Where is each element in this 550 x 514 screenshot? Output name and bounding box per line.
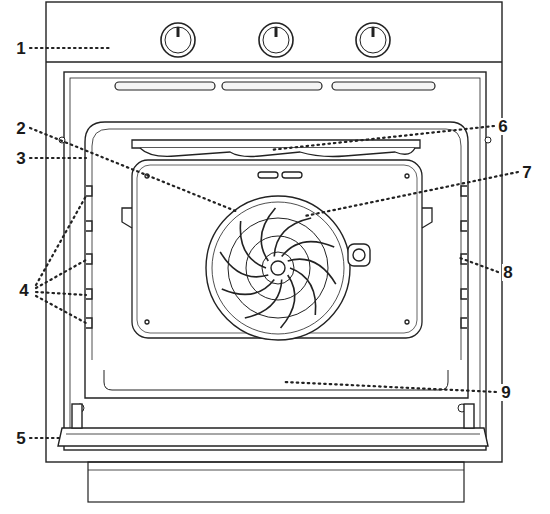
- door-hinge: [58, 404, 488, 446]
- top-heater: [140, 148, 415, 157]
- leader-line: [30, 128, 238, 212]
- callout-number: 8: [502, 264, 513, 281]
- screw: [59, 137, 491, 412]
- leader-line: [30, 157, 86, 159]
- callout-number: 5: [15, 430, 26, 447]
- door-hinge: [66, 434, 480, 435]
- back-panel: [145, 320, 149, 324]
- leader-line: [305, 172, 518, 216]
- callout-number: 3: [15, 150, 26, 167]
- fan-guard: [271, 261, 285, 275]
- top-heater: [258, 172, 278, 178]
- leader-line: [36, 296, 86, 323]
- back-panel: [405, 174, 409, 178]
- shelf-runner: [86, 254, 92, 264]
- leader-line: [285, 382, 496, 392]
- fan-guard: [262, 252, 294, 284]
- callout-number: 6: [497, 118, 508, 135]
- oven-base: [88, 470, 464, 471]
- door-hinge: [58, 428, 488, 446]
- leader-line: [36, 292, 86, 295]
- back-panel: [132, 160, 422, 338]
- fan-guard: [228, 218, 328, 318]
- back-panel: [422, 208, 432, 228]
- fan-guard: [206, 196, 350, 340]
- oven-cavity: [92, 129, 461, 360]
- fan-spoke: [281, 275, 295, 328]
- leader-line: [30, 48, 518, 438]
- leader-line: [36, 260, 86, 288]
- fan-guard: [246, 236, 310, 300]
- fan-guard: [212, 202, 344, 334]
- vent-slots: [115, 82, 435, 90]
- control-knob: [275, 27, 278, 37]
- control-knob: [356, 23, 390, 57]
- leader-line: [36, 196, 86, 285]
- callout-number: 1: [15, 40, 26, 57]
- back-panel: [122, 160, 432, 338]
- shelf-runner: [86, 186, 92, 196]
- vent-slots: [222, 82, 322, 90]
- fan-spoke: [282, 242, 335, 257]
- oven-body: [46, 2, 502, 462]
- oven-lamp: [353, 249, 365, 261]
- oven-body: [64, 72, 486, 450]
- top-heater: [132, 140, 420, 178]
- control-knob: [360, 27, 386, 53]
- shelf-runner: [461, 318, 467, 328]
- control-knob: [177, 27, 180, 37]
- control-knob: [263, 27, 289, 53]
- door-hinge: [464, 404, 474, 428]
- screw: [485, 137, 491, 143]
- control-knob: [259, 23, 293, 57]
- fan-guard: [206, 196, 350, 340]
- fan-spoke: [222, 279, 275, 294]
- callout-number: 2: [15, 120, 26, 137]
- leader-line: [270, 126, 494, 150]
- oven-base: [88, 462, 464, 502]
- oven-cavity: [85, 360, 468, 398]
- fan-spoke: [274, 218, 311, 257]
- leader-line: [460, 258, 498, 272]
- shelf-runner: [461, 221, 467, 231]
- control-knob: [372, 27, 375, 37]
- fan-spoke: [220, 208, 336, 328]
- fan-spoke: [261, 208, 275, 261]
- oven-lamp: [348, 244, 370, 266]
- oven-body: [46, 2, 502, 462]
- shelf-runner: [86, 289, 92, 299]
- control-knob: [165, 27, 191, 53]
- back-panel: [137, 165, 417, 333]
- leader-line: [30, 47, 112, 49]
- shelf-runner: [461, 186, 467, 196]
- fan-spoke: [288, 259, 336, 284]
- fan-spoke: [220, 252, 268, 277]
- vent-slots: [332, 82, 435, 90]
- top-heater: [132, 140, 420, 148]
- shelf-runner: [461, 289, 467, 299]
- oven-cavity: [85, 122, 468, 360]
- fan-spoke: [245, 279, 282, 318]
- oven-base: [88, 462, 464, 502]
- control-knob: [161, 23, 195, 57]
- back-panel: [405, 320, 409, 324]
- oven-body: [46, 61, 502, 62]
- back-panel: [122, 208, 132, 228]
- leader-line: [30, 437, 62, 439]
- callout-number: 4: [18, 282, 29, 299]
- shelf-runner: [86, 221, 92, 231]
- top-heater: [282, 172, 302, 178]
- callout-number: 7: [521, 164, 532, 181]
- oven-cavity: [85, 122, 468, 398]
- vent-slots: [115, 82, 215, 90]
- shelf-runner: [86, 318, 92, 328]
- oven-lamp: [348, 244, 370, 266]
- door-hinge: [72, 404, 82, 428]
- shelf-runner: [86, 186, 467, 328]
- control-knob: [161, 23, 390, 57]
- callout-number: 9: [500, 384, 511, 401]
